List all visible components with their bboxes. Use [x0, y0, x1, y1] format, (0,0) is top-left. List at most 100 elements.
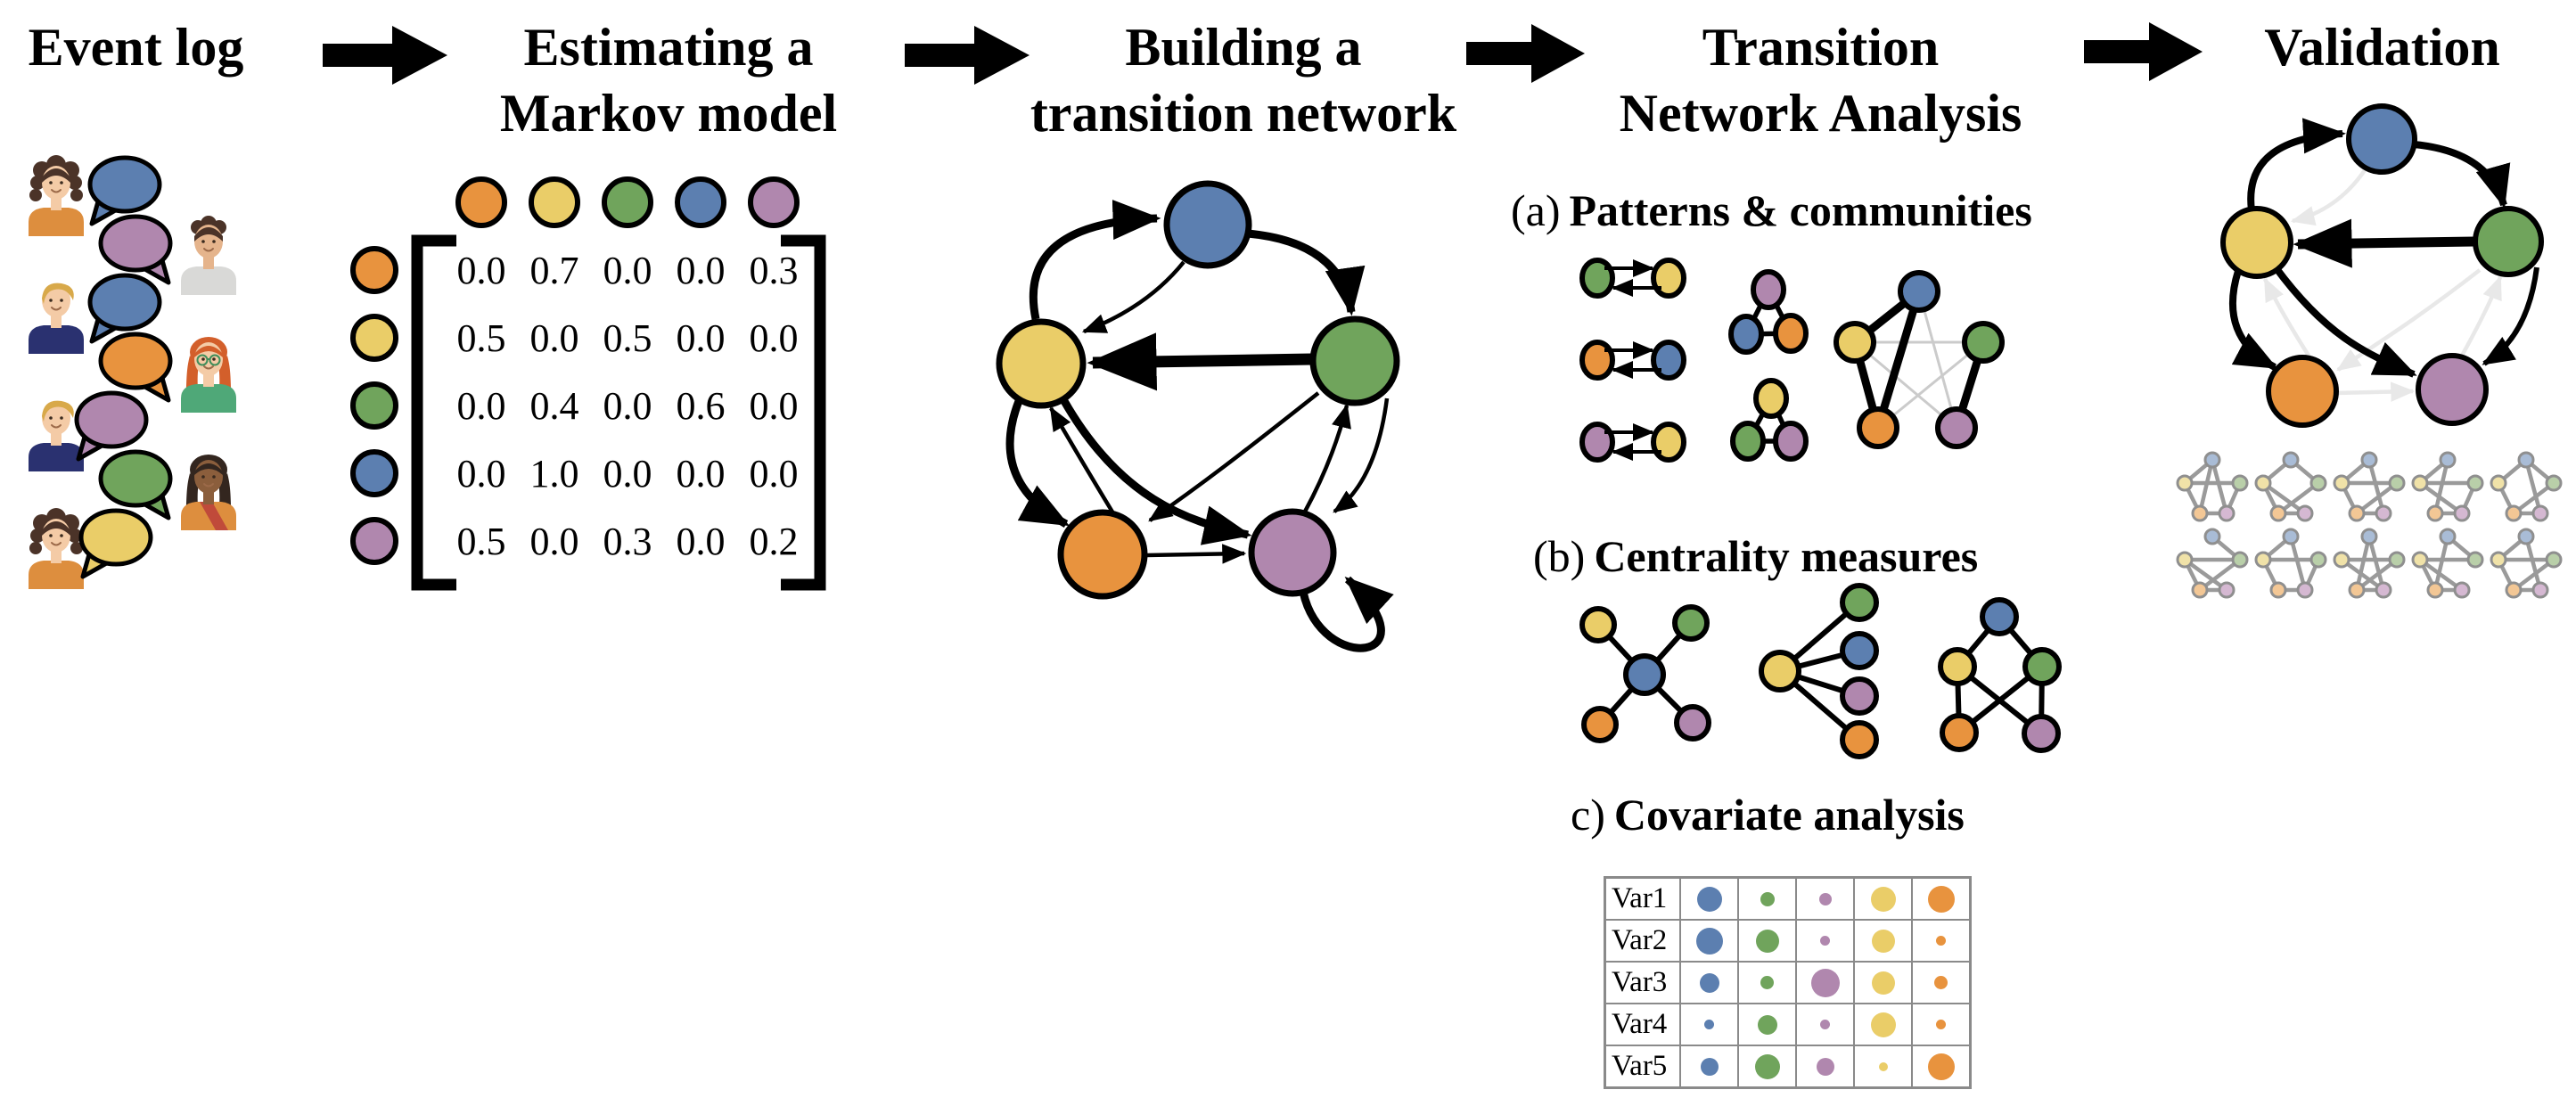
bootstrap-node-yellow	[2490, 474, 2507, 492]
covariate-dot-green	[1760, 891, 1775, 906]
matrix-col-state-purple	[748, 176, 800, 228]
smile	[51, 307, 62, 311]
edge-green-yellow	[2293, 218, 2475, 268]
node-orange	[2266, 355, 2339, 428]
bootstrap-network-5	[2490, 451, 2563, 522]
bootstrap-node-purple	[2375, 581, 2392, 599]
node-green	[1962, 321, 2005, 364]
edge-orange-purple-removed	[2335, 381, 2416, 402]
avatar-woman-curly	[29, 508, 84, 589]
hair	[68, 176, 82, 190]
covariate-cell	[1853, 876, 1913, 921]
bootstrap-node-blue	[2282, 528, 2300, 545]
smile	[203, 483, 214, 488]
bracket-left	[411, 234, 456, 591]
avatar-man-curly	[181, 216, 236, 295]
covariate-dot-orange	[1927, 885, 1955, 913]
avatar-woman-curly	[29, 155, 84, 236]
node-purple	[2416, 353, 2489, 426]
bubble-body	[98, 449, 173, 508]
bootstrap-node-green	[2545, 474, 2563, 492]
node-purple	[1935, 406, 1978, 449]
title-line: Validation	[2264, 18, 2500, 77]
eye	[201, 475, 205, 479]
bootstrap-node-yellow	[2490, 551, 2507, 569]
covariate-cell	[1911, 919, 1972, 963]
bootstrap-node-orange	[2426, 504, 2444, 522]
bootstrap-edge	[2197, 459, 2215, 514]
covariate-dot-blue	[1699, 972, 1719, 993]
bootstrap-network-3	[2333, 451, 2406, 522]
covariate-cell	[1679, 1003, 1739, 1046]
covariate-row-label: Var5	[1604, 1045, 1681, 1089]
bootstrap-node-yellow	[2254, 474, 2272, 492]
step-title-validation: Validation	[2228, 14, 2536, 80]
bootstrap-node-purple	[2453, 504, 2471, 522]
matrix-cell-r2c4: 0.0	[750, 384, 799, 428]
node-blue	[2346, 103, 2417, 175]
matrix-cell-r1c0: 0.5	[457, 316, 506, 360]
bootstrap-edge	[2288, 536, 2308, 591]
bootstrap-node-orange	[2426, 581, 2444, 599]
covariate-dot-yellow	[1870, 1012, 1896, 1037]
node-orange	[1579, 340, 1615, 381]
dyad-green-yellow	[1579, 258, 1686, 299]
smile	[51, 189, 62, 193]
node-blue	[1980, 597, 2019, 636]
bootstrap-edge	[2523, 536, 2543, 591]
covariate-cell	[1911, 961, 1972, 1004]
fringe	[42, 283, 74, 304]
bootstrap-node-blue	[2282, 451, 2300, 469]
bracket-right	[781, 234, 826, 591]
body	[29, 208, 84, 236]
triangle-motif-0	[1728, 269, 1809, 355]
hair	[30, 176, 45, 190]
matrix-cell-r4c3: 0.0	[677, 520, 726, 563]
section-label-centrality: (b)Centrality measures	[1533, 531, 1978, 581]
eye	[49, 534, 53, 537]
matrix-cell-r2c2: 0.0	[603, 384, 652, 428]
smile	[203, 365, 214, 370]
matrix-cell-r2c0: 0.0	[457, 384, 506, 428]
covariate-dot-purple	[1810, 968, 1840, 997]
fan-graph	[1759, 583, 1879, 759]
bootstrap-node-green	[2231, 474, 2249, 492]
bootstrap-node-purple	[2531, 504, 2549, 522]
bootstrap-node-green	[2388, 474, 2406, 492]
bootstrap-edge	[2432, 459, 2450, 514]
star-graph	[1579, 604, 1711, 743]
node-blue	[1623, 653, 1666, 696]
bootstrap-node-yellow	[2411, 551, 2429, 569]
community-weak-edge	[1917, 291, 1958, 429]
edge-yellow-orange	[1005, 399, 1070, 528]
section-label-covariate: c)Covariate analysis	[1571, 790, 1965, 840]
speech-bubble-orange	[98, 332, 173, 403]
hair	[29, 542, 42, 554]
covariate-dot-yellow	[1871, 971, 1895, 995]
validation-network-graph	[2220, 103, 2544, 428]
covariate-row-label: Var1	[1604, 876, 1681, 921]
eye	[49, 416, 53, 420]
title-line: Event log	[28, 18, 244, 77]
covariate-cell	[1795, 876, 1855, 921]
covariate-cell	[1853, 1003, 1913, 1046]
bootstrap-edge	[2261, 481, 2307, 515]
covariate-row-Var2: Var2	[1604, 919, 1972, 963]
node-yellow	[1759, 650, 1801, 692]
covariate-cell	[1679, 961, 1739, 1004]
matrix-cell-r3c2: 0.0	[603, 452, 652, 496]
section-title: Patterns & communities	[1569, 185, 2032, 235]
covariate-cell	[1679, 1045, 1739, 1089]
covariate-dot-orange	[1934, 976, 1948, 989]
covariate-row-label: Var2	[1604, 919, 1681, 963]
matrix-cell-r3c1: 1.0	[530, 452, 579, 496]
covariate-dot-blue	[1700, 1057, 1719, 1076]
edge-blue-green	[1247, 229, 1366, 316]
edge-blue-yellow-removed	[2290, 168, 2367, 226]
step-title-tna: Transition Network Analysis	[1596, 14, 2046, 146]
bootstrap-networks	[2176, 451, 2563, 599]
sari-band	[200, 502, 228, 530]
covariate-dot-blue	[1696, 886, 1722, 912]
covariate-dot-green	[1760, 976, 1774, 989]
